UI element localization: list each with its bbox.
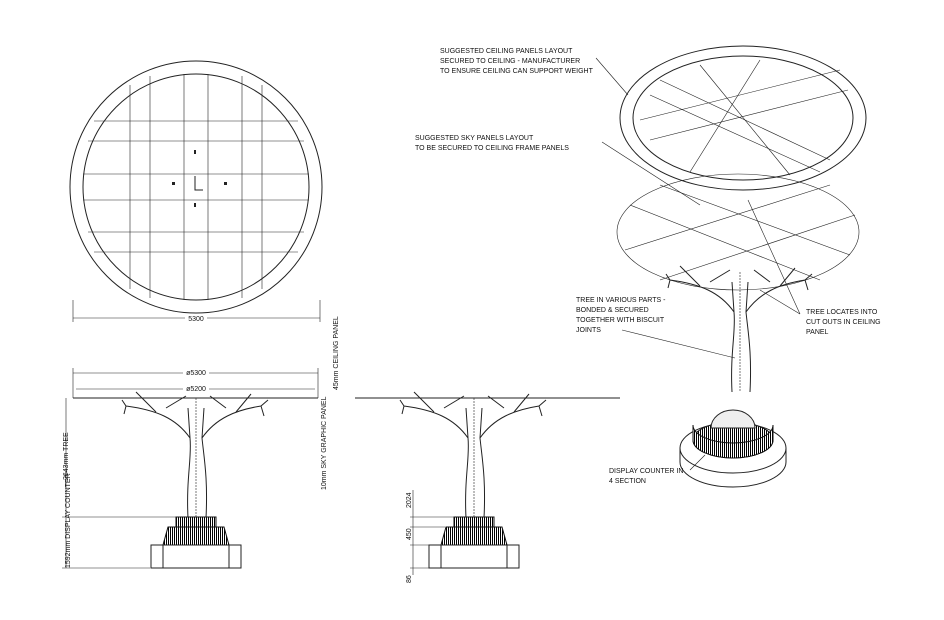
- sky-note: SUGGESTED SKY PANELS LAYOUT TO BE SECURE…: [415, 135, 569, 152]
- side-elevation: 2024 450 86: [355, 391, 620, 583]
- svg-text:SUGGESTED CEILING PANELS LAYOU: SUGGESTED CEILING PANELS LAYOUT: [440, 48, 573, 55]
- tree-height-dim: 2643mm TREE: [63, 432, 70, 480]
- inner-diameter-dim: ø5200: [186, 386, 206, 393]
- svg-text:TO BE SECURED TO CEILING FRAME: TO BE SECURED TO CEILING FRAME PANELS: [415, 145, 569, 152]
- ceiling-panel-label: 45mm CEILING PANEL: [333, 316, 340, 390]
- svg-text:PANEL: PANEL: [806, 329, 829, 336]
- svg-text:CUT OUTS IN CEILING: CUT OUTS IN CEILING: [806, 319, 881, 326]
- isometric-view: SUGGESTED CEILING PANELS LAYOUT SECURED …: [415, 45, 881, 488]
- sky-panel-label: 10mm SKY GRAPHIC PANEL: [321, 396, 328, 490]
- svg-text:4 SECTION: 4 SECTION: [609, 478, 646, 485]
- tree-note: TREE IN VARIOUS PARTS - BONDED & SECURED…: [576, 297, 666, 334]
- plan-width-dimension: 5300: [188, 316, 204, 323]
- counter-height-dim: 1592mm DISPLAY COUNTER: [65, 473, 72, 568]
- counter-note: DISPLAY COUNTER IN 4 SECTION: [609, 468, 683, 485]
- front-elevation: ø5300 ø5200 2643mm TREE 1592mm DISPLAY C…: [62, 316, 340, 569]
- svg-text:SUGGESTED SKY PANELS LAYOUT: SUGGESTED SKY PANELS LAYOUT: [415, 135, 534, 142]
- svg-text:TO ENSURE CEILING CAN SUPPORT: TO ENSURE CEILING CAN SUPPORT WEIGHT: [440, 68, 594, 75]
- plan-view: 5300: [69, 60, 323, 323]
- dim-450: 450: [406, 528, 413, 540]
- svg-text:SECURED TO CEILING - MANUFACTU: SECURED TO CEILING - MANUFACTURER: [440, 58, 580, 65]
- svg-text:TREE IN VARIOUS PARTS -: TREE IN VARIOUS PARTS -: [576, 297, 666, 304]
- locate-note: TREE LOCATES INTO CUT OUTS IN CEILING PA…: [806, 309, 881, 336]
- dim-86: 86: [406, 575, 413, 583]
- svg-text:TREE LOCATES INTO: TREE LOCATES INTO: [806, 309, 878, 316]
- svg-text:BONDED & SECURED: BONDED & SECURED: [576, 307, 649, 314]
- svg-text:JOINTS: JOINTS: [576, 327, 601, 334]
- svg-text:DISPLAY COUNTER IN: DISPLAY COUNTER IN: [609, 468, 683, 475]
- svg-text:TOGETHER WITH BISCUIT: TOGETHER WITH BISCUIT: [576, 317, 665, 324]
- dim-2024: 2024: [406, 492, 413, 508]
- outer-diameter-dim: ø5300: [186, 370, 206, 377]
- ceiling-note: SUGGESTED CEILING PANELS LAYOUT SECURED …: [440, 48, 594, 75]
